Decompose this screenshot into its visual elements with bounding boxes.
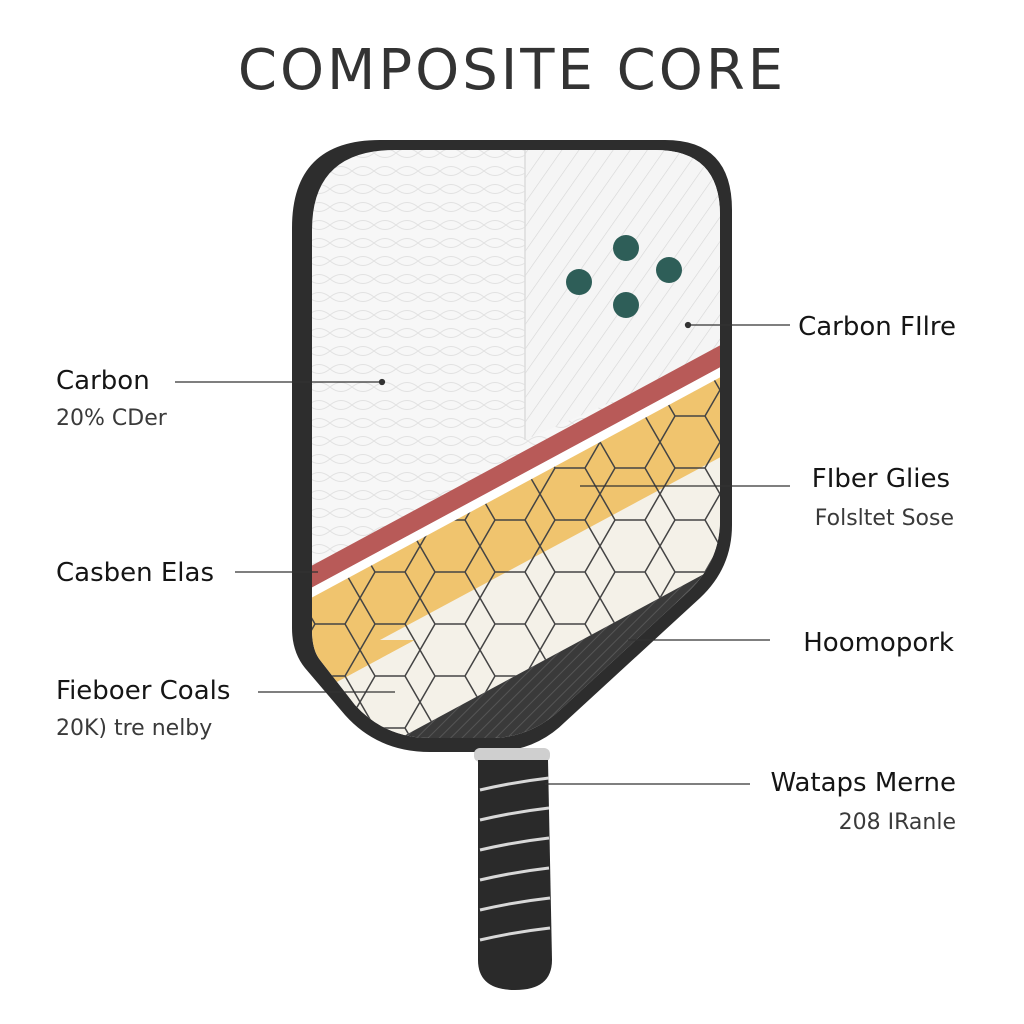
carbon-throat-layer — [312, 560, 720, 738]
callout-fieboer-coals-label: Fieboer Coals — [56, 676, 231, 706]
honeycomb-white-layer — [312, 470, 720, 738]
callout-casben-elas-label: Casben Elas — [56, 558, 215, 588]
callout-fieboer-coals-sub: 20K) tre nelby — [56, 716, 213, 741]
sweet-spot-dots — [566, 235, 682, 318]
callout-carbon-sub: 20% CDer — [56, 406, 167, 431]
paddle-handle — [474, 748, 552, 990]
honeycomb-yellow-layer — [312, 372, 720, 702]
red-stripe-layer — [312, 340, 720, 594]
leader-lines — [175, 321, 790, 785]
callout-fiber-glies-label: FIber Glies — [811, 464, 950, 494]
callout-wataps-merne-sub: 208 IRanle — [838, 810, 956, 835]
diagram-title: COMPOSITE CORE — [237, 38, 787, 103]
callout-wataps-merne-label: Wataps Merne — [770, 768, 956, 798]
callout-carbon-filre-label: Carbon FIlre — [798, 312, 956, 342]
paddle-face — [312, 150, 720, 738]
callout-fiber-glies-sub: Folsltet Sose — [814, 506, 954, 531]
callout-carbon-label: Carbon — [56, 366, 150, 396]
callout-hoomopork-label: Hoomopork — [803, 628, 954, 658]
